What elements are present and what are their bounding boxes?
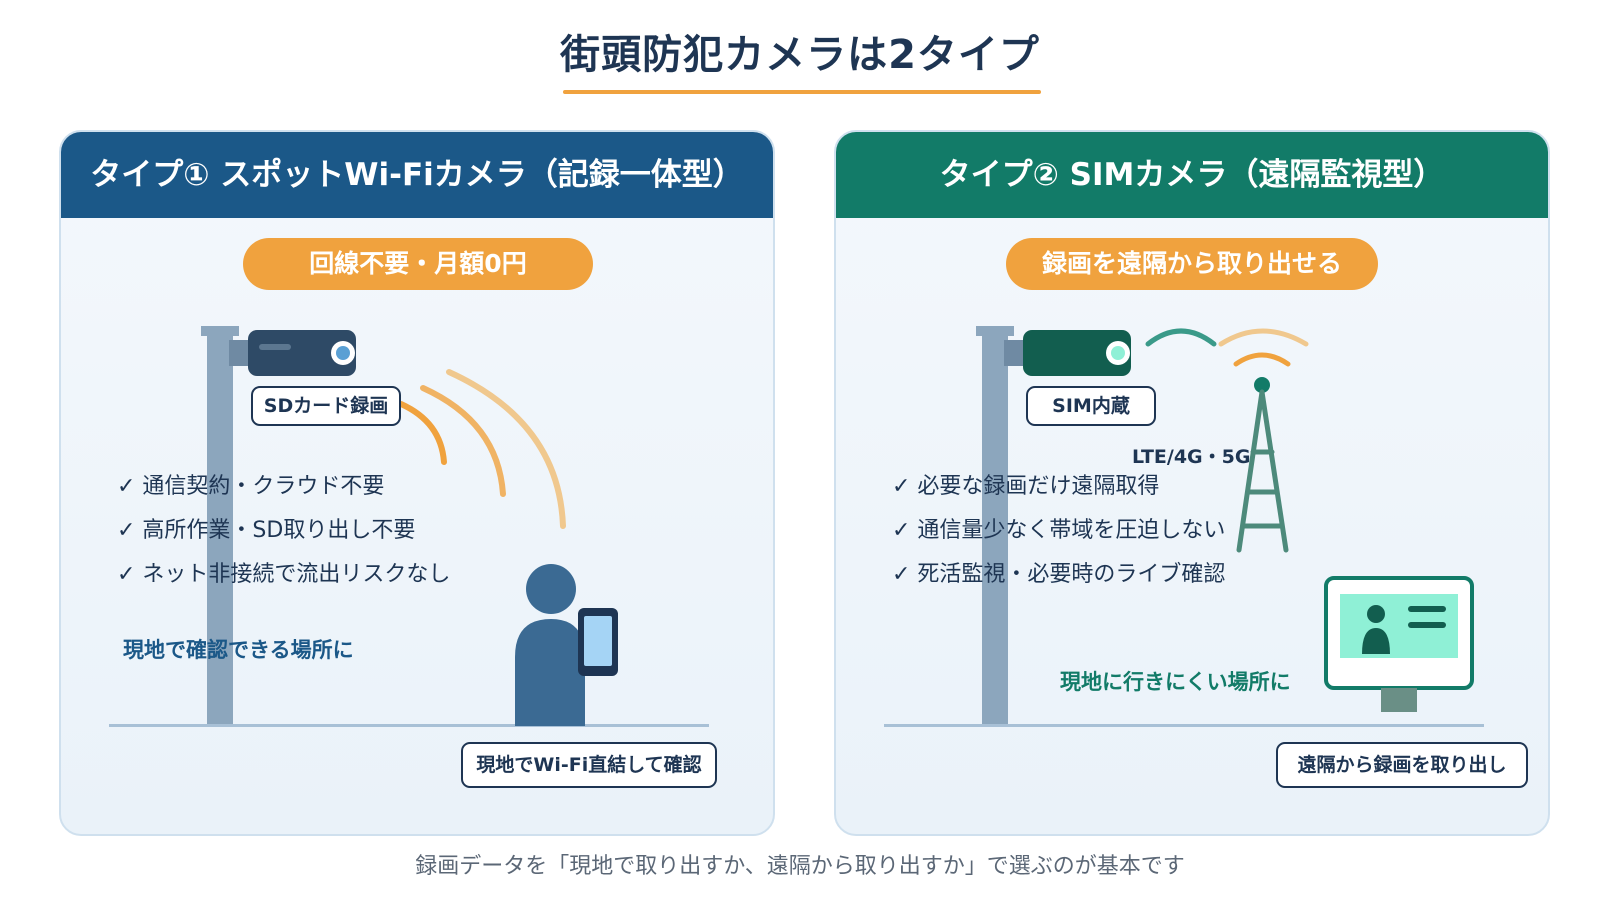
wifi-wave-icon <box>398 401 447 465</box>
network-label: LTE/4G・5G <box>1132 446 1251 468</box>
check-item: ✓ ネット非接続で流出リスクなし <box>117 562 451 587</box>
panel-header: タイプ② SIMカメラ（遠隔監視型） <box>836 132 1548 218</box>
bottom-tag: 遠隔から録画を取り出し <box>1276 742 1528 788</box>
sim-tag: SIM内蔵 <box>1026 386 1156 426</box>
sd-card-tag: SDカード録画 <box>251 386 401 426</box>
feature-pill: 録画を遠隔から取り出せる <box>1006 238 1378 290</box>
camera-mount <box>229 340 251 366</box>
ground-line <box>884 724 1484 727</box>
person-icon <box>526 564 576 614</box>
camera-icon <box>248 330 356 376</box>
pole-cap <box>201 326 239 336</box>
page-title: 街頭防犯カメラは2タイプ <box>560 32 1040 78</box>
title-underline <box>563 90 1041 94</box>
check-item: ✓ 通信契約・クラウド不要 <box>117 474 385 499</box>
pole-icon <box>982 328 1008 726</box>
check-item: ✓ 高所作業・SD取り出し不要 <box>117 518 416 543</box>
signal-wave-icon <box>1145 328 1217 347</box>
panel-sim-camera: タイプ② SIMカメラ（遠隔監視型） 録画を遠隔から取り出せる SIM内蔵 LT… <box>834 130 1550 836</box>
camera-icon <box>1023 330 1131 376</box>
ground-line <box>109 724 709 727</box>
left-scene-illustration <box>109 326 709 727</box>
pole-icon <box>207 328 233 726</box>
camera-mount <box>1004 340 1026 366</box>
check-item: ✓ 通信量少なく帯域を圧迫しない <box>892 518 1226 543</box>
right-scene-illustration <box>884 326 1484 727</box>
check-item: ✓ 死活監視・必要時のライブ確認 <box>892 562 1226 587</box>
footer-caption: 録画データを「現地で取り出すか、遠隔から取り出すか」で選ぶのが基本です <box>415 854 1185 879</box>
use-case-label: 現地に行きにくい場所に <box>1060 670 1291 694</box>
panel-header: タイプ① スポットWi-Fiカメラ（記録一体型） <box>61 132 773 218</box>
cell-tower-icon <box>1254 377 1270 393</box>
panel-spot-wifi-camera: タイプ① スポットWi-Fiカメラ（記録一体型） 回線不要・月額0円 SDカード… <box>59 130 775 836</box>
use-case-label: 現地で確認できる場所に <box>123 638 354 662</box>
check-item: ✓ 必要な録画だけ遠隔取得 <box>892 474 1160 499</box>
feature-pill: 回線不要・月額0円 <box>243 238 593 290</box>
pole-cap <box>976 326 1014 336</box>
bottom-tag: 現地でWi-Fi直結して確認 <box>461 742 717 788</box>
